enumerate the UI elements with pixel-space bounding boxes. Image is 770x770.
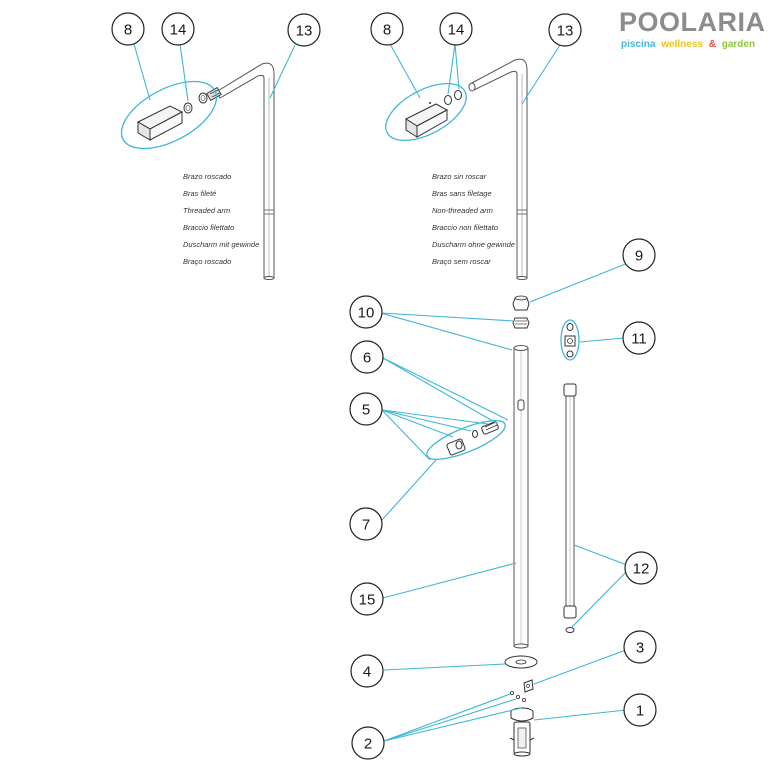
caption-nonthreaded-fr: Bras sans filetage (432, 189, 492, 198)
callout-11-label: 11 (631, 331, 647, 348)
shower-head-left (136, 105, 184, 141)
push-button-7 (446, 438, 466, 456)
callout-6: 6 (350, 340, 384, 374)
logo-brand: POOLARIA (619, 7, 766, 37)
caption-nonthreaded-de: Duscharm ohne gewinde (432, 240, 515, 249)
logo-tagline: piscina wellness & garden (621, 39, 755, 50)
anchor-base-1 (509, 707, 535, 757)
callout-2: 2 (351, 726, 385, 760)
callout-10-label: 10 (358, 305, 375, 322)
pole-upper-right (468, 58, 528, 280)
callout-13-left: 13 (287, 13, 321, 47)
poolaria-logo: POOLARIA piscina wellness & garden (619, 7, 766, 50)
callout-7: 7 (349, 507, 383, 541)
callout-12-label: 12 (633, 561, 650, 578)
callout-15: 15 (350, 582, 384, 616)
logo-tagline-wellness: wellness (660, 39, 703, 50)
nut-14-right (444, 90, 462, 105)
leader-lines (133, 43, 629, 742)
logo-tagline-garden: garden (722, 39, 755, 50)
logo-tagline-amp: & (709, 39, 716, 50)
callout-2-label: 2 (364, 736, 372, 753)
caption-threaded-de: Duscharm mit gewinde (183, 240, 259, 249)
callout-6-label: 6 (363, 350, 371, 367)
callout-14-left-label: 14 (170, 22, 187, 39)
callout-5-label: 5 (362, 402, 370, 419)
logo-tagline-piscina: piscina (621, 39, 656, 50)
callout-13-right: 13 (548, 13, 582, 47)
fitting-10 (512, 317, 530, 329)
threaded-arm-captions: Brazo roscado Bras fileté Threaded arm B… (183, 172, 259, 266)
non-threaded-arm-captions: Brazo sin roscar Bras sans filetage Non-… (432, 172, 515, 266)
callout-8-right: 8 (370, 12, 404, 46)
base-flange-4 (504, 655, 538, 669)
callout-14-right-label: 14 (448, 22, 465, 39)
clip-3 (523, 679, 534, 693)
caption-nonthreaded-es: Brazo sin roscar (432, 172, 487, 181)
part-8-14-highlight-left (120, 80, 218, 150)
callout-12: 12 (624, 551, 658, 585)
callout-14-left: 14 (161, 12, 195, 46)
valve-11 (564, 323, 576, 358)
callout-1-label: 1 (636, 703, 644, 720)
callout-11: 11 (622, 321, 656, 355)
screws-2 (509, 691, 527, 703)
nut-9 (512, 295, 530, 311)
callout-5: 5 (349, 392, 383, 426)
callout-13-right-label: 13 (557, 23, 574, 40)
threaded-arm-assembly (120, 62, 275, 280)
callout-9: 9 (622, 238, 656, 272)
non-threaded-arm-assembly (385, 58, 528, 280)
callout-8-right-label: 8 (383, 22, 391, 39)
caption-threaded-en: Threaded arm (183, 206, 230, 215)
nut-14-left (183, 102, 193, 114)
pole-side-port (517, 399, 525, 411)
inner-tube-12 (563, 383, 577, 633)
callout-15-label: 15 (359, 592, 376, 609)
callout-8-left: 8 (111, 12, 145, 46)
valve-11-highlight (560, 319, 580, 361)
pole-upper-left (215, 62, 275, 280)
spring-5 (472, 430, 478, 438)
callout-9-label: 9 (635, 248, 643, 265)
callout-3-label: 3 (636, 640, 644, 657)
callout-7-label: 7 (362, 517, 370, 534)
caption-threaded-es: Brazo roscado (183, 172, 231, 181)
callout-13-left-label: 13 (296, 23, 313, 40)
caption-threaded-fr: Bras fileté (183, 189, 216, 198)
caption-threaded-it: Braccio filettato (183, 223, 234, 232)
shower-head-right (404, 102, 449, 138)
cartridge-6 (481, 421, 499, 435)
caption-nonthreaded-en: Non-threaded arm (432, 206, 493, 215)
caption-nonthreaded-it: Braccio non filettato (432, 223, 498, 232)
callout-3: 3 (623, 630, 657, 664)
caption-threaded-pt: Braço roscado (183, 257, 231, 266)
main-pole-15 (513, 345, 529, 649)
nut-14b-left (198, 92, 208, 104)
callout-10: 10 (349, 295, 383, 329)
callout-1: 1 (623, 693, 657, 727)
caption-nonthreaded-pt: Braço sem roscar (432, 257, 491, 266)
callout-14-right: 14 (439, 12, 473, 46)
callout-8-left-label: 8 (124, 22, 132, 39)
callout-4-label: 4 (363, 664, 371, 681)
callout-4: 4 (350, 654, 384, 688)
part-8-14-highlight-right (385, 82, 467, 142)
